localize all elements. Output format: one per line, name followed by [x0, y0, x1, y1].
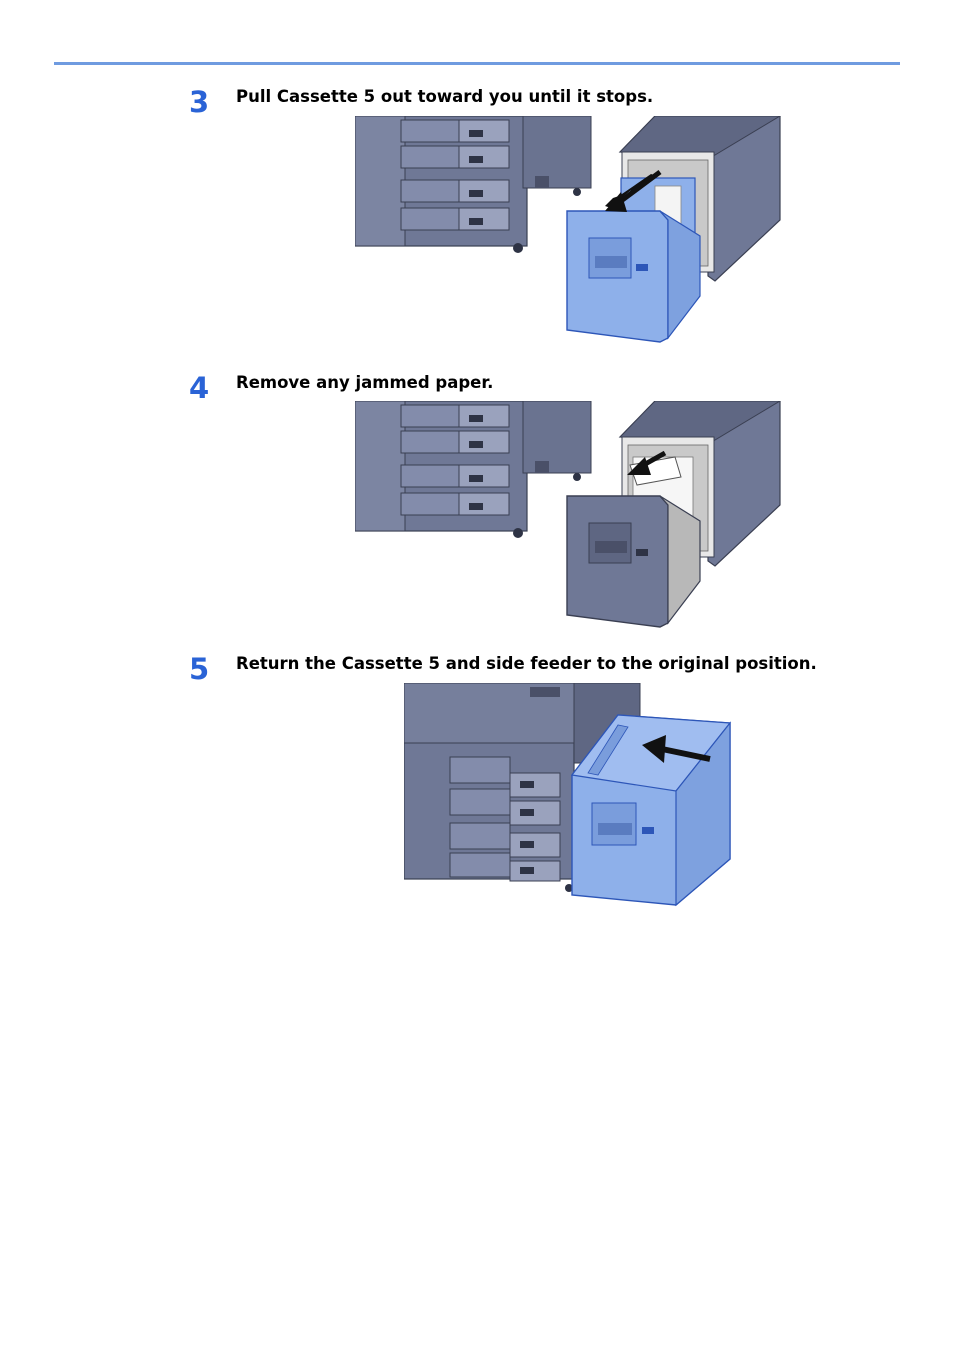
step-3-illustration	[355, 116, 781, 343]
step-4-instruction: Remove any jammed paper.	[236, 373, 494, 392]
header-rule	[54, 62, 900, 65]
step-3-instruction: Pull Cassette 5 out toward you until it …	[236, 87, 654, 106]
step-5-instruction: Return the Cassette 5 and side feeder to…	[236, 654, 817, 673]
step-4-illustration	[355, 401, 781, 628]
step-4-number: 4	[189, 371, 210, 405]
step-5-illustration	[404, 683, 732, 907]
step-3-number: 3	[189, 85, 210, 119]
step-5-number: 5	[189, 652, 210, 686]
